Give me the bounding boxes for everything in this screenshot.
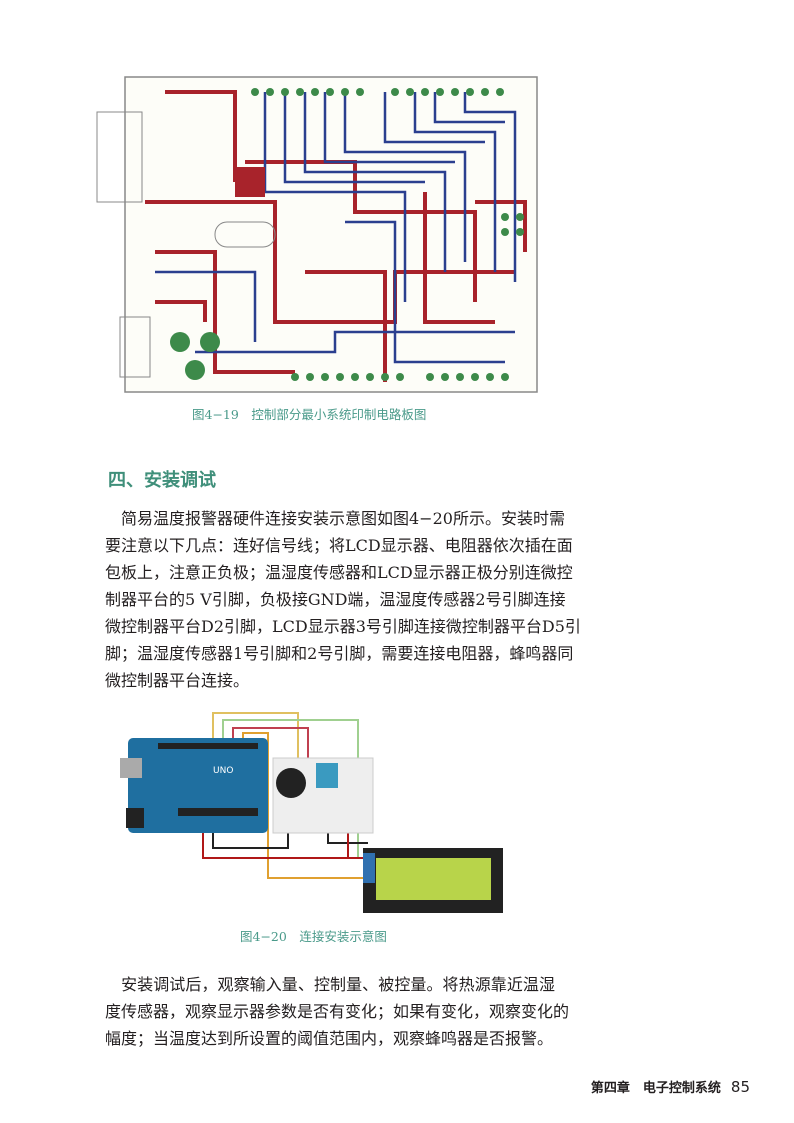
- text-line: 幅度；当温度达到所设置的阈值范围内，观察蜂鸣器是否报警。: [105, 1029, 554, 1048]
- paragraph: 简易温度报警器硬件连接安装示意图如图4−20所示。安装时需 要注意以下几点：连好…: [105, 505, 581, 694]
- text-line: 脚；温湿度传感器1号引脚和2号引脚，需要连接电阻器，蜂鸣器同: [105, 644, 574, 663]
- figure-caption: 图4−19 控制部分最小系统印制电路板图: [192, 407, 427, 422]
- text-line: 安装调试后，观察输入量、控制量、被控量。将热源靠近温湿: [105, 975, 555, 994]
- chapter-title: 第四章 电子控制系统: [590, 1081, 721, 1096]
- wiring-figure: UNO: [118, 708, 513, 922]
- page-number: 85: [730, 1078, 750, 1096]
- section-heading: 四、安装调试: [108, 470, 216, 491]
- text-line: 简易温度报警器硬件连接安装示意图如图4−20所示。安装时需: [105, 509, 565, 528]
- pcb-figure: [95, 72, 545, 401]
- figure-caption: 图4−20 连接安装示意图: [240, 929, 387, 944]
- text-line: 微控制器平台连接。: [105, 671, 250, 690]
- text-line: 微控制器平台D2引脚，LCD显示器3号引脚连接微控制器平台D5引: [105, 617, 581, 636]
- text-line: 要注意以下几点：连好信号线；将LCD显示器、电阻器依次插在面: [105, 536, 573, 555]
- text-line: 度传感器，观察显示器参数是否有变化；如果有变化，观察变化的: [105, 1002, 570, 1021]
- board-label: UNO: [213, 766, 233, 776]
- page-footer: 第四章 电子控制系统 85: [591, 1077, 750, 1096]
- text-line: 制器平台的5 V引脚，负极接GND端，温湿度传感器2号引脚连接: [105, 590, 566, 609]
- paragraph: 安装调试后，观察输入量、控制量、被控量。将热源靠近温湿 度传感器，观察显示器参数…: [105, 971, 570, 1052]
- text-line: 包板上，注意正负极；温湿度传感器和LCD显示器正极分别连微控: [105, 563, 573, 582]
